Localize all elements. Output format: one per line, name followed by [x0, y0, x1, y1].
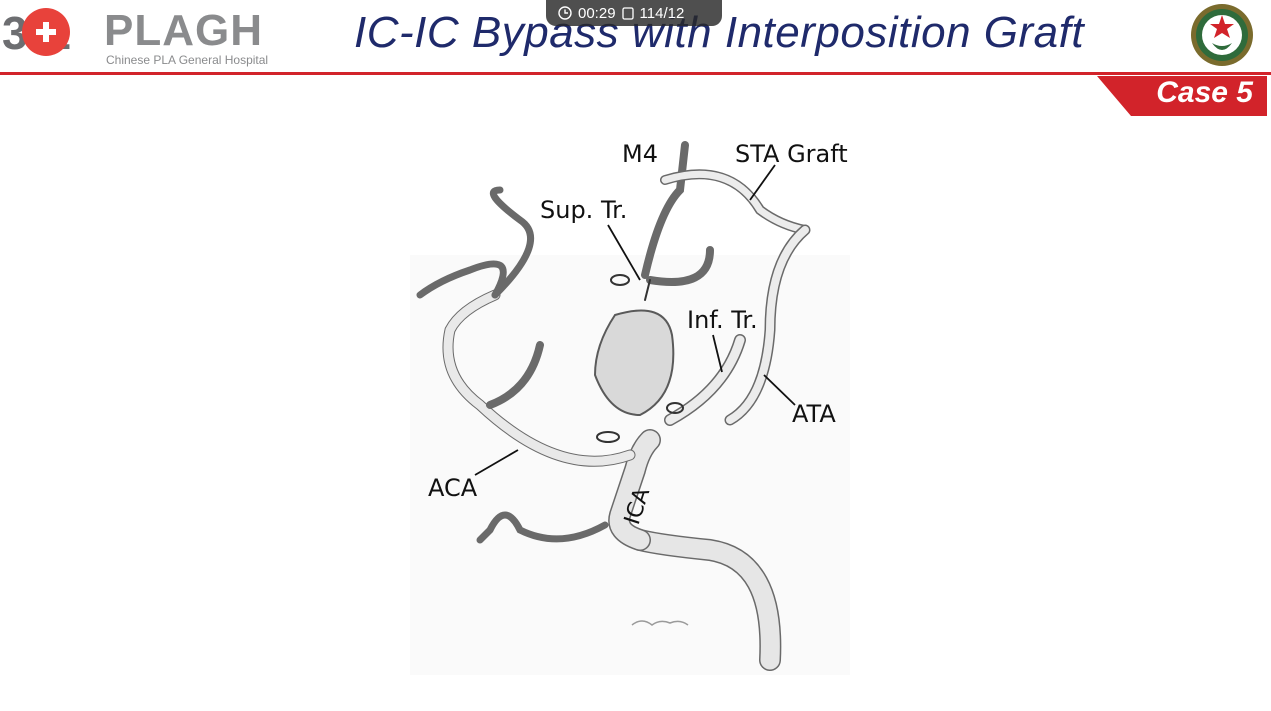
case-label: Case 5: [1156, 76, 1253, 109]
bypass-illustration: M4 STA Graft Sup. Tr. Inf. Tr. ATA ACA I…: [410, 130, 850, 675]
case-tag: Case 5: [1097, 74, 1267, 116]
medical-cross-icon: [36, 22, 56, 42]
media-time: 00:29: [578, 4, 616, 22]
label-m4: M4: [622, 140, 658, 168]
header-rule: [0, 72, 1271, 75]
label-ata: ATA: [792, 400, 836, 428]
military-emblem-icon: [1191, 4, 1253, 66]
logo-name: PLAGH: [104, 6, 263, 55]
slides-icon: [621, 6, 634, 20]
hospital-logo: 301 PLAGH Chinese PLA General Hospital: [0, 4, 300, 68]
vessel-drawing: [410, 141, 850, 675]
media-bar[interactable]: 00:29 114/12: [546, 0, 722, 26]
label-inf-tr: Inf. Tr.: [687, 306, 758, 334]
label-sta-graft: STA Graft: [735, 140, 848, 168]
logo-subtitle: Chinese PLA General Hospital: [106, 53, 269, 67]
clock-icon: [558, 6, 572, 20]
label-aca: ACA: [428, 474, 478, 502]
slide-counter: 114/12: [639, 4, 685, 22]
label-sup-tr: Sup. Tr.: [540, 196, 628, 224]
case-tag-shape: [1097, 76, 1267, 116]
